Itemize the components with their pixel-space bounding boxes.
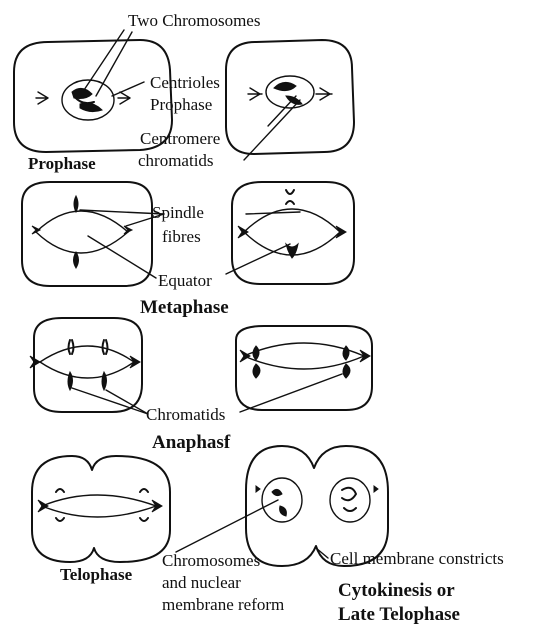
label-prophase-inline: Prophase: [150, 95, 212, 114]
label-centrioles: Centrioles: [150, 73, 220, 92]
label-chromosomes-reform-1: Chromosomes: [162, 551, 260, 570]
label-chromatids-mid: Chromatids: [146, 405, 225, 424]
anaphase-cell-right: [236, 326, 372, 410]
label-equator: Equator: [158, 271, 212, 290]
title-metaphase: Metaphase: [140, 297, 229, 318]
prophase-cell-right: [226, 40, 354, 154]
telophase-pointers: [176, 500, 328, 558]
label-fibres: fibres: [162, 227, 201, 246]
label-two-chromosomes: Two Chromosomes: [128, 11, 260, 30]
metaphase-cell-left: [22, 182, 152, 286]
label-spindle: Spindle: [152, 203, 204, 222]
title-anaphase: Anaphasf: [152, 432, 231, 453]
label-chromatids-top: chromatids: [138, 151, 214, 170]
label-chromosomes-reform-2: and nuclear: [162, 573, 241, 592]
title-cytokinesis-2: Late Telophase: [338, 604, 460, 625]
label-centromere: Centromere: [140, 129, 220, 148]
title-telophase: Telophase: [60, 565, 133, 584]
telophase-cell-left: [32, 456, 170, 562]
label-cell-membrane-constricts: Cell membrane constricts: [330, 549, 504, 568]
title-cytokinesis-1: Cytokinesis or: [338, 580, 455, 601]
anaphase-cell-left: [30, 318, 142, 412]
label-chromosomes-reform-3: membrane reform: [162, 595, 284, 614]
title-prophase: Prophase: [28, 154, 96, 173]
metaphase-cell-right: [232, 182, 354, 284]
